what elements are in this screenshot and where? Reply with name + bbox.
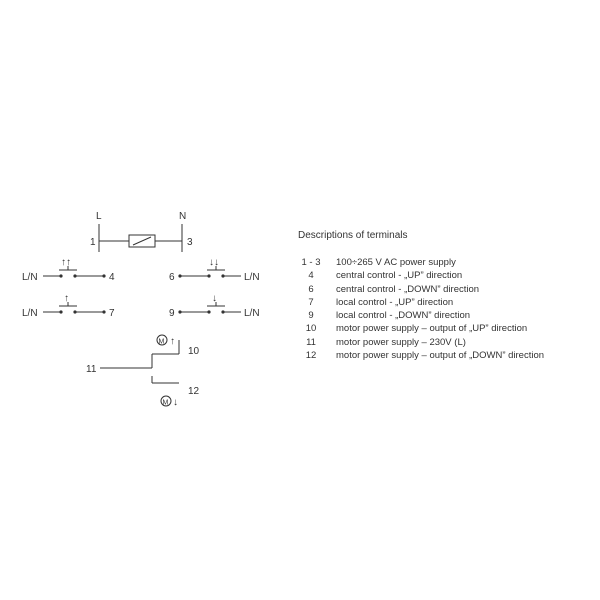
list-item: 9 local control - „DOWN” direction xyxy=(290,309,544,322)
switch-local-up: L/N ↑ 7 xyxy=(22,293,115,319)
terminal-dot xyxy=(178,310,182,314)
terminal-10-label: 10 xyxy=(188,346,200,357)
double-down-arrow-icon: ↓↓ xyxy=(209,257,219,268)
contact-dot xyxy=(221,274,225,278)
terminal-number: 10 xyxy=(305,323,317,335)
list-item: 4 central control - „UP” direction xyxy=(290,269,544,282)
terminal-description: local control - „DOWN” direction xyxy=(336,310,471,322)
terminal-description: motor power supply – output of „DOWN” di… xyxy=(336,350,545,362)
terminal-description: central control - „DOWN” direction xyxy=(336,283,480,295)
switch-central-down: 6 ↓↓ L/N xyxy=(169,257,260,283)
contact-dot xyxy=(207,274,211,278)
terminal-9-label: 9 xyxy=(169,308,175,319)
supply-label-l: L xyxy=(96,211,102,222)
terminal-description: motor power supply – 230V (L) xyxy=(336,336,466,348)
terminal-dot xyxy=(102,310,106,314)
contact-dot xyxy=(207,310,211,314)
contact-dot xyxy=(221,310,225,314)
terminal-dot xyxy=(178,274,182,278)
descriptions-title: Descriptions of terminals xyxy=(298,230,408,241)
list-item: 1 - 3 100÷265 V AC power supply xyxy=(290,256,544,269)
terminal-number: 7 xyxy=(308,296,314,308)
contact-dot xyxy=(73,274,77,278)
terminal-number: 9 xyxy=(308,310,314,322)
up-arrow-icon: ↑ xyxy=(170,336,175,347)
down-arrow-icon: ↓ xyxy=(212,293,217,304)
switch-right-label: L/N xyxy=(244,308,260,319)
list-item: 7 local control - „UP” direction xyxy=(290,296,544,309)
power-supply-block: L N 1 3 xyxy=(90,211,193,252)
switch-left-label: L/N xyxy=(22,308,38,319)
changeover-relay: 11 10 M ↑ 12 M ↓ xyxy=(86,334,200,408)
terminal-description: 100÷265 V AC power supply xyxy=(336,257,456,268)
double-up-arrow-icon: ↑↑ xyxy=(61,257,71,268)
terminal-6-label: 6 xyxy=(169,272,175,283)
terminal-descriptions-list: 1 - 3 100÷265 V AC power supply 4 centra… xyxy=(290,256,544,362)
supply-label-n: N xyxy=(179,211,186,222)
contact-dot xyxy=(73,310,77,314)
switch-left-label: L/N xyxy=(22,272,38,283)
terminal-7-label: 7 xyxy=(109,308,115,319)
list-item: 11 motor power supply – 230V (L) xyxy=(290,336,544,349)
motor-down-icon xyxy=(160,395,172,407)
list-item: 6 central control - „DOWN” direction xyxy=(290,283,544,296)
terminal-number: 6 xyxy=(308,283,314,295)
terminal-description: motor power supply – output of „UP” dire… xyxy=(336,323,528,335)
terminal-description: central control - „UP” direction xyxy=(336,270,463,282)
switch-central-up: L/N ↑↑ 4 xyxy=(22,257,115,283)
switch-local-down: 9 ↓ L/N xyxy=(169,293,260,319)
up-arrow-icon: ↑ xyxy=(64,293,69,304)
contact-dot xyxy=(59,310,63,314)
down-arrow-icon: ↓ xyxy=(173,397,178,408)
terminal-12-label: 12 xyxy=(188,386,200,397)
motor-up-letter: M xyxy=(159,339,165,346)
terminal-dot xyxy=(102,274,106,278)
motor-up-icon xyxy=(156,334,168,346)
terminal-11-label: 11 xyxy=(86,364,97,375)
motor-down-letter: M xyxy=(163,400,169,407)
list-item: 10 motor power supply – output of „UP” d… xyxy=(290,322,544,335)
terminal-4-label: 4 xyxy=(109,272,115,283)
terminal-number: 1 - 3 xyxy=(301,257,321,268)
terminal-number: 11 xyxy=(306,336,316,348)
terminal-number: 4 xyxy=(308,270,314,282)
switch-right-label: L/N xyxy=(244,272,260,283)
contact-dot xyxy=(59,274,63,278)
terminal-description: local control - „UP” direction xyxy=(336,296,454,308)
terminal-3-label: 3 xyxy=(187,237,193,248)
terminal-1-label: 1 xyxy=(90,237,96,248)
list-item: 12 motor power supply – output of „DOWN”… xyxy=(290,349,544,362)
terminal-number: 12 xyxy=(305,350,317,362)
fuse-slash xyxy=(132,236,152,246)
